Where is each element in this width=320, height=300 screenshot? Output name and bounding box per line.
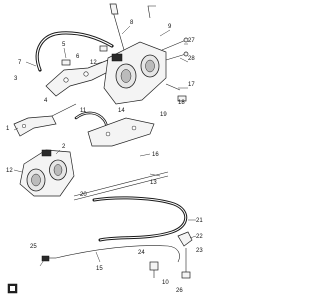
callout-22: 22 <box>196 234 203 240</box>
upper-bore-2-inner <box>145 59 155 73</box>
callout-12b: 12 <box>6 168 13 174</box>
right-bottom-fitting <box>181 271 191 279</box>
right-clamp <box>177 231 193 247</box>
bottom-valve-body <box>149 261 159 271</box>
left-bracket <box>13 115 57 137</box>
callout-20: 20 <box>80 192 87 198</box>
callout-6: 6 <box>76 54 80 60</box>
callout-19: 19 <box>160 112 167 118</box>
left-bracket-hole <box>21 123 27 129</box>
upper-hose-inner <box>36 32 113 71</box>
callout-26: 26 <box>176 288 183 294</box>
middle-bracket-hole-2 <box>131 125 137 131</box>
upper-bracket <box>45 59 113 97</box>
callout-14: 14 <box>118 108 125 114</box>
lower-hose-inner <box>93 197 187 241</box>
lower-link-rod <box>73 171 169 197</box>
callout-13: 13 <box>150 180 157 186</box>
right-fitting <box>177 95 187 102</box>
bottom-cable <box>55 245 180 263</box>
bottom-left-sensor <box>41 255 50 262</box>
callout-2: 2 <box>62 144 66 150</box>
lower-actuator <box>41 149 52 157</box>
upper-rod <box>111 7 125 51</box>
lower-link-rod-2 <box>73 175 169 201</box>
callout-15: 15 <box>96 266 103 272</box>
bracket-hole-2 <box>83 71 89 77</box>
callout-12: 12 <box>90 60 97 66</box>
middle-bracket <box>87 117 155 147</box>
right-nut-2 <box>183 51 189 57</box>
parts-diagram: 7 5 12 8 9 27 28 17 18 1 12 2 16 13 21 2… <box>6 3 203 294</box>
top-right-pipe <box>147 5 156 19</box>
right-nut-1 <box>183 37 189 43</box>
left-bracket-arm <box>51 103 77 117</box>
small-fitting-a <box>99 45 108 52</box>
callout-3: 3 <box>14 76 18 82</box>
callout-24: 24 <box>138 250 145 256</box>
leader-lines <box>13 25 197 267</box>
callout-21: 21 <box>196 218 203 224</box>
callout-7: 7 <box>18 60 22 66</box>
callout-group: 7 5 12 8 9 27 28 17 18 1 12 2 16 13 21 2… <box>6 20 203 294</box>
callout-17: 17 <box>188 82 195 88</box>
upper-actuator <box>111 53 123 62</box>
callout-25: 25 <box>30 244 37 250</box>
right-rod-2 <box>165 53 187 61</box>
lower-bore-2-inner <box>53 164 63 176</box>
callout-4: 4 <box>44 98 48 104</box>
callout-16: 16 <box>152 152 159 158</box>
bracket-hole-1 <box>63 77 69 83</box>
right-link <box>165 83 181 91</box>
callout-11: 11 <box>80 108 87 114</box>
right-rod-1 <box>161 39 187 51</box>
callout-5: 5 <box>62 42 66 48</box>
callout-8: 8 <box>130 20 134 26</box>
callout-1: 1 <box>6 126 10 132</box>
callout-9: 9 <box>168 24 172 30</box>
callout-28: 28 <box>188 56 195 62</box>
lower-hose <box>92 196 188 242</box>
stamp-icon <box>7 283 18 294</box>
small-fitting-b <box>61 59 71 66</box>
callout-18: 18 <box>178 100 185 106</box>
upper-bore-1-inner <box>120 69 132 83</box>
callout-23: 23 <box>196 248 203 254</box>
top-fitting <box>109 3 119 15</box>
callout-10: 10 <box>162 280 169 286</box>
callout-27: 27 <box>188 38 195 44</box>
lower-bore-1-inner <box>31 173 41 187</box>
middle-bracket-hole-1 <box>105 131 111 137</box>
